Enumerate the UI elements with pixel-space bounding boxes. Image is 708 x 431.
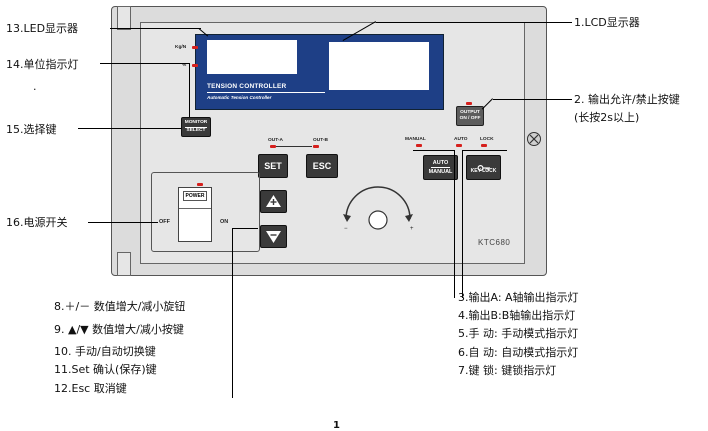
callout-10: 10. 手动/自动切换键 (54, 345, 156, 358)
callout-13: 13.LED显示器 (6, 22, 79, 35)
key-icon (467, 159, 500, 172)
auto-btn-top: AUTO (431, 160, 450, 168)
callout-14: 14.单位指示灯 (6, 58, 79, 71)
brand-underline (207, 92, 325, 93)
top-left-tab (117, 6, 131, 30)
adjust-knob[interactable] (338, 183, 418, 239)
leader-3-top-a (413, 150, 455, 152)
on-label: ON (220, 219, 229, 225)
output-led (466, 102, 472, 105)
knob-minus-label: − (344, 226, 348, 232)
keylock-label: KEY LOCK (470, 168, 497, 174)
unit-pct-label: % (182, 63, 187, 68)
leader-2 (493, 99, 572, 101)
power-led (197, 183, 203, 186)
leader-14 (100, 63, 189, 65)
led-display (207, 40, 297, 74)
leader-3-vert-b (462, 150, 464, 298)
leader-16 (88, 222, 158, 224)
decrease-button[interactable] (260, 225, 287, 248)
leader-3-top-b (462, 150, 507, 152)
callout-1: 1.LCD显示器 (574, 16, 640, 29)
down-triangle-icon (266, 231, 281, 243)
leader-1 (376, 22, 572, 24)
callout-6: 6.自 动: 自动模式指示灯 (458, 346, 579, 359)
power-switch-split (179, 208, 211, 209)
up-triangle-icon (266, 195, 281, 207)
model-label: KTC680 (478, 238, 511, 247)
callout-12: 12.Esc 取消键 (54, 382, 127, 395)
lcd-display (329, 42, 429, 90)
increase-button[interactable] (260, 190, 287, 213)
callout-8: 8.＋/－ 数值增大/减小旋钮 (54, 300, 186, 313)
callout-15: 15.选择键 (6, 123, 57, 136)
callout-4: 4.输出B:B轴输出指示灯 (458, 309, 576, 322)
callout-14-dot: . (33, 80, 37, 93)
outa-led (270, 145, 276, 148)
outa-label: OUT-A (268, 138, 283, 143)
screw-icon (526, 131, 542, 147)
knob-plus-label: + (410, 226, 414, 232)
manual-label: MANUAL (405, 137, 426, 142)
unit-kg-led (192, 46, 198, 49)
lock-label: LOCK (480, 137, 494, 142)
power-switch[interactable]: POWER (178, 187, 212, 242)
leader-14-drop (189, 63, 191, 117)
callout-16: 16.电源开关 (6, 216, 68, 229)
leader-13 (110, 28, 201, 30)
callout-7: 7.键 锁: 键锁指示灯 (458, 364, 557, 377)
brand-title: TENSION CONTROLLER (207, 83, 287, 90)
outb-led (313, 145, 319, 148)
manual-led (416, 144, 422, 147)
leader-15 (78, 128, 181, 130)
esc-button[interactable]: ESC (306, 154, 338, 178)
outb-label: OUT-B (313, 138, 328, 143)
bottom-left-tab (117, 252, 131, 276)
onoff-label: ON / OFF (459, 116, 481, 121)
callout-2: 2. 输出允许/禁止按键 (574, 93, 680, 106)
callout-2b: (长按2s以上) (574, 111, 640, 124)
keylock-button[interactable]: KEY LOCK (466, 155, 501, 180)
monitor-label: MONITOR (184, 120, 208, 125)
leader-8-vert (232, 228, 234, 398)
off-label: OFF (159, 219, 170, 225)
callout-9: 9. ▲/▼ 数值增大/减小按键 (54, 323, 184, 336)
callout-11: 11.Set 确认(保存)键 (54, 363, 157, 376)
callout-3: 3.输出A: A轴输出指示灯 (458, 291, 579, 304)
unit-kg-label: Kg/N (175, 45, 187, 50)
lock-led (481, 144, 487, 147)
unit-pct-led (192, 64, 198, 67)
indicator-connector (276, 146, 312, 147)
leader-3-vert-a (454, 150, 456, 298)
output-label: OUTPUT (460, 110, 480, 115)
callout-5: 5.手 动: 手动模式指示灯 (458, 327, 579, 340)
power-label: POWER (183, 191, 207, 201)
set-button[interactable]: SET (258, 154, 288, 178)
page-number: 1 (333, 420, 340, 431)
select-button[interactable]: MONITOR SELECT (181, 117, 211, 137)
brand-subtitle: Automatic Tension Controller (207, 95, 272, 100)
output-onoff-button[interactable]: OUTPUT ON / OFF (456, 106, 484, 126)
auto-btn-bottom: MANUAL (428, 169, 453, 175)
auto-manual-button[interactable]: AUTO MANUAL (423, 155, 458, 180)
auto-label: AUTO (454, 137, 468, 142)
leader-8-horiz (232, 228, 258, 230)
select-label: SELECT (185, 127, 207, 133)
power-switch-recess (151, 172, 260, 252)
auto-led (456, 144, 462, 147)
